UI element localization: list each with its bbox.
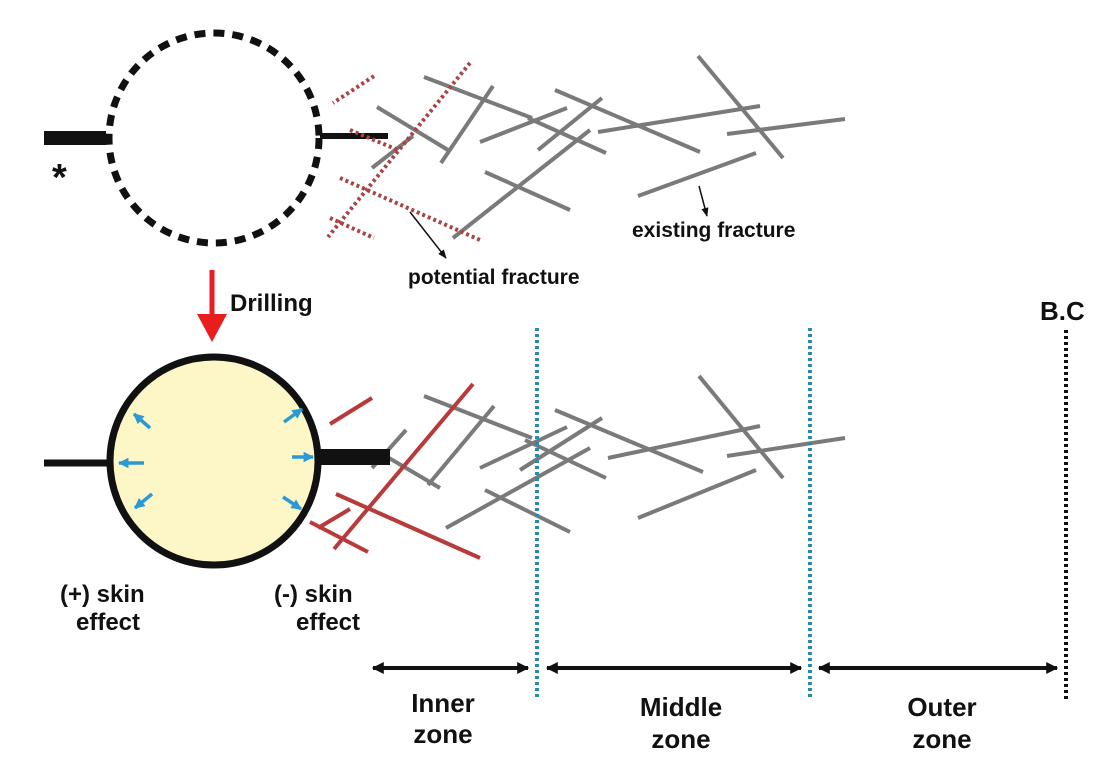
potential-fracture-pointer xyxy=(409,211,447,259)
drilling-arrow-head xyxy=(197,314,227,342)
skin-arrow-right-lower xyxy=(282,495,302,511)
asterisk-mark: * xyxy=(52,157,67,199)
negative-skin-label-line1: (-) skin xyxy=(274,581,353,608)
outer-zone-label-line2: zone xyxy=(912,724,971,754)
drilling-label: Drilling xyxy=(230,290,313,317)
middle-zone-label-line1: Middle xyxy=(640,692,722,722)
outer-zone-label-line1: Outer xyxy=(907,692,976,722)
inner-zone-label-line1: Inner xyxy=(411,688,475,718)
induced-fractures-bottom xyxy=(309,382,481,560)
existing-fracture-pointer xyxy=(698,185,709,217)
bottom-panel: (+) skin effect (-) skin effect B.C Inne… xyxy=(44,296,1085,754)
skin-effect-arrows xyxy=(117,407,315,511)
existing-fractures-top xyxy=(370,54,846,240)
potential-fractures-top xyxy=(326,61,481,242)
potential-fracture-label: potential fracture xyxy=(408,266,580,289)
drilling-step: Drilling xyxy=(197,270,313,342)
positive-skin-label-line2: effect xyxy=(76,609,140,636)
skin-arrow-left-lower xyxy=(133,492,154,510)
middle-zone-label-line2: zone xyxy=(651,724,710,754)
positive-skin-label-line1: (+) skin xyxy=(60,581,145,608)
boundary-condition-label: B.C xyxy=(1040,296,1085,326)
top-panel: * potential fracture xyxy=(44,29,846,289)
skin-arrow-left-upper xyxy=(132,412,152,430)
existing-fracture-label: existing fracture xyxy=(632,219,795,242)
existing-fractures-bottom xyxy=(370,374,846,534)
planned-wellbore-outline xyxy=(105,29,323,247)
drilled-wellbore xyxy=(106,353,322,569)
negative-skin-label-line2: effect xyxy=(296,609,360,636)
skin-arrow-right-upper xyxy=(282,407,304,424)
inner-zone-label-line2: zone xyxy=(413,719,472,749)
